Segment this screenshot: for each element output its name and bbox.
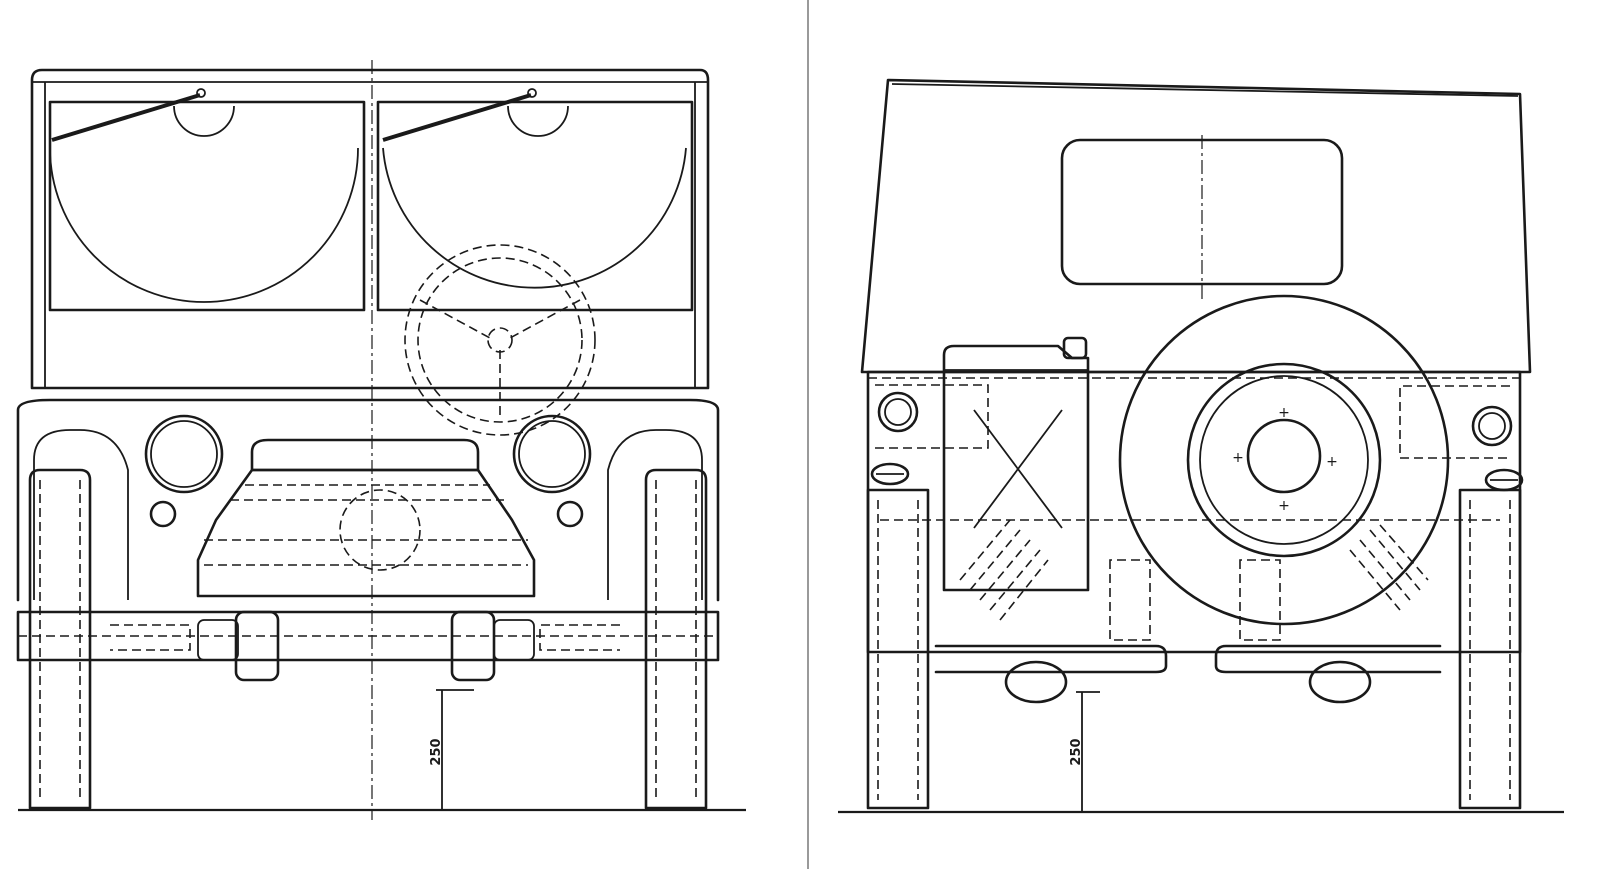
rear-spring-right bbox=[1349, 524, 1429, 611]
tail-lamp-left bbox=[875, 384, 989, 449]
svg-text:+: + bbox=[1326, 454, 1338, 470]
tail-lamp-right bbox=[1399, 385, 1513, 459]
svg-text:+: + bbox=[1278, 405, 1290, 421]
headlamp-right bbox=[512, 414, 592, 494]
differential-right bbox=[450, 610, 535, 682]
side-lamp-left bbox=[149, 500, 177, 528]
windshield-pane-right bbox=[376, 100, 694, 312]
windshield-pane-left bbox=[48, 100, 366, 312]
front-wheel-right bbox=[644, 468, 708, 810]
reflector-right bbox=[1484, 468, 1524, 492]
rear-wheel-left bbox=[866, 488, 930, 810]
rear-ground-clearance-dimension: 250 bbox=[1069, 691, 1100, 812]
differential-left bbox=[197, 610, 280, 682]
front-ground-clearance-label: 250 bbox=[429, 738, 444, 765]
front-view: 250 bbox=[16, 60, 746, 820]
rear-differential-right bbox=[1308, 660, 1372, 704]
rear-bumper-right bbox=[1214, 644, 1442, 674]
wiper-blade-left bbox=[51, 93, 201, 142]
svg-text:+: + bbox=[1232, 450, 1244, 466]
rear-body-panel bbox=[866, 370, 1522, 654]
radiator-grille bbox=[196, 438, 536, 598]
front-grille-panel bbox=[16, 398, 720, 602]
rear-canopy bbox=[860, 78, 1532, 374]
side-lamp-right bbox=[556, 500, 584, 528]
wiper-blade-right bbox=[382, 93, 532, 142]
front-ground-clearance-dimension: 250 bbox=[429, 689, 474, 810]
reflector-left bbox=[870, 462, 910, 486]
windshield-frame bbox=[30, 68, 710, 390]
rear-view: + + + + bbox=[838, 78, 1564, 814]
front-wheel-left bbox=[28, 468, 92, 810]
svg-text:+: + bbox=[1278, 498, 1290, 514]
rear-wheel-right bbox=[1458, 488, 1522, 810]
steering-wheel bbox=[404, 244, 596, 436]
jerrycan bbox=[942, 336, 1090, 592]
rear-spring-left bbox=[959, 519, 1049, 621]
rear-differential-left bbox=[1004, 660, 1068, 704]
wiper-sweep-right bbox=[382, 147, 687, 289]
wiper-sweep-left bbox=[49, 147, 359, 303]
spare-wheel: + + + + bbox=[1118, 294, 1450, 626]
rear-ground-clearance-label: 250 bbox=[1069, 738, 1084, 765]
headlamp-left bbox=[144, 414, 224, 494]
rear-bumper-left bbox=[934, 644, 1168, 674]
